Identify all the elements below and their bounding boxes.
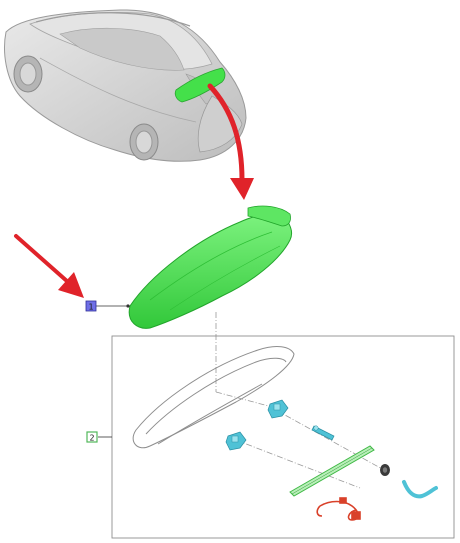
assembly-lines bbox=[215, 391, 385, 489]
bracket-lower-icon bbox=[225, 431, 247, 451]
callout-1-number: 1 bbox=[88, 303, 93, 312]
spoiler-on-car bbox=[174, 67, 226, 103]
callout-2-number: 2 bbox=[89, 434, 94, 443]
spoiler-outline-icon bbox=[132, 346, 295, 449]
callout-1-dot bbox=[126, 304, 130, 308]
red-arrow-icon bbox=[207, 83, 254, 200]
bracket-upper-icon bbox=[267, 399, 289, 419]
spoiler-icon bbox=[128, 205, 293, 329]
wiring-harness-icon bbox=[316, 497, 361, 521]
grommet-icon bbox=[380, 464, 390, 476]
callout-1: 1 bbox=[85, 300, 97, 312]
car-icon bbox=[4, 9, 247, 162]
parts-detail-box bbox=[111, 335, 455, 539]
red-pointer-arrow-icon bbox=[14, 234, 84, 298]
brake-light-bar-icon bbox=[289, 445, 375, 497]
connector-icon bbox=[311, 425, 335, 441]
washer-hose-icon bbox=[402, 480, 438, 499]
callout-2: 2 bbox=[86, 431, 98, 443]
